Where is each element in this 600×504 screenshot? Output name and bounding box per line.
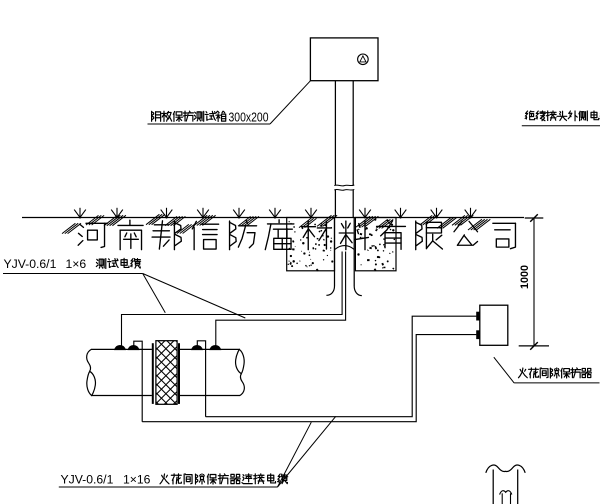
svg-text:1×16: 1×16	[123, 473, 151, 487]
svg-text:1000: 1000	[519, 265, 531, 289]
svg-text:YJV-0.6/1: YJV-0.6/1	[4, 257, 57, 271]
svg-text:1×6: 1×6	[66, 257, 87, 271]
svg-text:YJV-0.6/1: YJV-0.6/1	[61, 473, 114, 487]
svg-text:300x200: 300x200	[229, 109, 269, 124]
